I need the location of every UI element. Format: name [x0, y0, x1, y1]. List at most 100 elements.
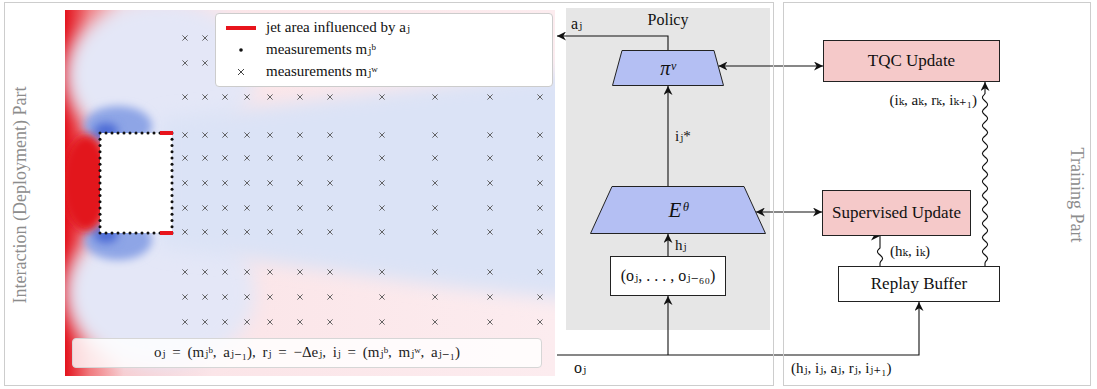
body-probe-dot — [99, 132, 102, 135]
legend-row: measurements mⱼᵇ — [224, 39, 544, 61]
wake-probe-cross — [202, 60, 207, 65]
wake-probe-cross — [487, 294, 492, 299]
update-box: Supervised Update — [822, 190, 971, 236]
body-probe-dot — [99, 207, 102, 210]
legend-sample — [224, 65, 258, 79]
update-box: TQC Update — [823, 40, 1000, 82]
body-probe-dot — [99, 138, 102, 141]
wake-region — [160, 70, 555, 300]
body-probe-dot — [171, 188, 174, 191]
wake-probe-cross — [267, 94, 272, 99]
body-probe-dot — [99, 175, 102, 178]
wake-probe-cross — [537, 205, 542, 210]
wake-probe-cross — [222, 155, 227, 160]
wake-probe-cross — [244, 132, 249, 137]
policy-panel-ground — [566, 8, 770, 330]
wake-probe-cross — [487, 132, 492, 137]
body-probe-dot — [111, 132, 114, 135]
body-probe-dot — [171, 169, 174, 172]
flow-contours — [65, 10, 555, 376]
wake-probe-cross — [379, 94, 384, 99]
wake-probe-cross — [327, 94, 332, 99]
wake-probe-cross — [267, 205, 272, 210]
wake-probe-cross — [537, 155, 542, 160]
wake-probe-cross — [432, 132, 437, 137]
body-probe-dot — [99, 213, 102, 216]
wake-probe-cross — [222, 269, 227, 274]
node-label: Policy — [566, 11, 770, 29]
body-probe-dot — [135, 132, 138, 135]
wake-probe-cross — [379, 294, 384, 299]
wake-probe-cross — [202, 180, 207, 185]
wake-probe-cross — [244, 269, 249, 274]
body-probe-dot — [123, 132, 126, 135]
wake-probe-cross — [537, 180, 542, 185]
body-probe-dot — [105, 232, 108, 235]
wake-probe-cross — [182, 155, 187, 160]
body-probe-dot — [111, 232, 114, 235]
body-probe-dot — [99, 182, 102, 185]
wake-probe-cross — [222, 294, 227, 299]
wake-probe-cross — [202, 132, 207, 137]
wake-probe-cross — [267, 155, 272, 160]
connector-arrow — [667, 234, 668, 256]
node-label: πᵛ — [660, 57, 676, 80]
observation-wire — [667, 296, 668, 355]
body-probe-dot — [99, 163, 102, 166]
wake-probe-cross — [327, 319, 332, 324]
wake-probe-cross — [432, 155, 437, 160]
edge-label: iⱼ* — [675, 128, 691, 145]
body-probe-dot — [147, 132, 150, 135]
wake-probe-cross — [379, 319, 384, 324]
body-probe-dot — [117, 132, 120, 135]
body-probe-dot — [153, 132, 156, 135]
encoder-network: Eᶿ — [590, 186, 766, 234]
wake-probe-cross — [202, 229, 207, 234]
connector-arrow — [774, 302, 919, 355]
connector-arrow — [982, 82, 987, 266]
wake-probe-cross — [432, 319, 437, 324]
body-probe-dot — [171, 194, 174, 197]
action-wire — [557, 36, 668, 50]
wake-probe-cross — [267, 319, 272, 324]
legend-text: jet area influenced by aⱼ — [266, 19, 410, 36]
body-probe-dot — [117, 232, 120, 235]
observation-wire — [557, 354, 774, 355]
body-probe-dot — [171, 219, 174, 222]
body-probe-dot — [99, 157, 102, 160]
wake-probe-cross — [379, 132, 384, 137]
legend-sample — [224, 21, 258, 35]
wake-probe-cross — [297, 205, 302, 210]
wake-probe-cross — [222, 205, 227, 210]
body-probe-dot — [171, 138, 174, 141]
wake-probe-cross — [432, 294, 437, 299]
wake-probe-cross — [267, 132, 272, 137]
buffer-box: Replay Buffer — [838, 266, 1000, 302]
wake-probe-cross — [327, 180, 332, 185]
wake-probe-cross — [327, 294, 332, 299]
body-probe-dot — [171, 144, 174, 147]
wake-probe-cross — [182, 35, 187, 40]
wake-probe-cross — [244, 155, 249, 160]
jet-area — [160, 131, 173, 135]
node-label: Eᶿ — [669, 198, 688, 222]
wake-probe-cross — [297, 294, 302, 299]
body-probe-dot — [123, 232, 126, 235]
wake-probe-cross — [379, 229, 384, 234]
training-frame: Training PartTQC UpdateSupervised Update… — [783, 2, 1091, 386]
wake-probe-cross — [222, 132, 227, 137]
body-probe-dot — [171, 175, 174, 178]
legend-row: measurements mⱼʷ — [224, 61, 544, 83]
policy-network: πᵛ — [612, 50, 724, 86]
wake-probe-cross — [537, 294, 542, 299]
wake-probe-cross — [379, 155, 384, 160]
wake-probe-cross — [297, 319, 302, 324]
body-probe-dot — [105, 132, 108, 135]
body-probe-dot — [99, 232, 102, 235]
wake-probe-cross — [487, 229, 492, 234]
wake-probe-cross — [432, 94, 437, 99]
wake-probe-cross — [267, 180, 272, 185]
wake-probe-cross — [432, 229, 437, 234]
wake-probe-cross — [537, 269, 542, 274]
body-probe-dot — [99, 194, 102, 197]
